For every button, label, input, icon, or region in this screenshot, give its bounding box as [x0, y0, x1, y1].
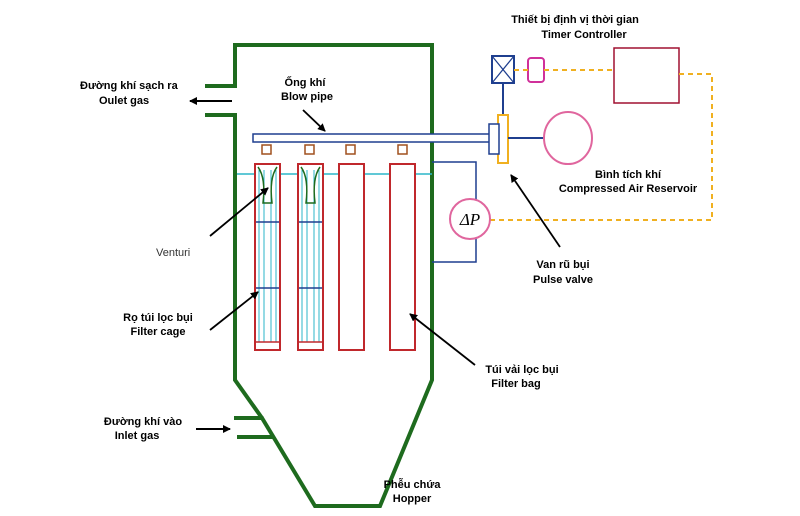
compressed-air-reservoir [543, 111, 593, 165]
timer-element [527, 57, 545, 83]
filter-bag-4 [389, 163, 416, 351]
venturi-label: Venturi [156, 247, 190, 259]
nozzle-3 [345, 144, 356, 155]
blowpipe-label-en: Blow pipe [281, 91, 333, 103]
blowpipe-arrow [302, 109, 326, 132]
nozzle-2 [304, 144, 315, 155]
pulse-valve-body [488, 123, 500, 155]
pulse-arrow [510, 174, 561, 248]
venturi-arrow [209, 187, 269, 237]
outlet-label-en: Oulet gas [99, 95, 149, 107]
nozzle-4 [397, 144, 408, 155]
reservoir-label-vi: Bình tích khí [595, 169, 662, 181]
cage-label-vi: Rọ túi lọc bụi [123, 312, 193, 324]
bag-label-en: Filter bag [491, 378, 541, 390]
cage-label-en: Filter cage [130, 326, 185, 338]
cage-arrow [209, 291, 259, 331]
pulse-label-vi: Van rũ bụi [536, 259, 589, 271]
hopper-label-vi: Phễu chứa [384, 478, 442, 491]
housing [205, 43, 434, 508]
solenoid-cross-2 [491, 55, 515, 84]
pulse-label-en: Pulse valve [533, 274, 593, 286]
gauge-symbol: ΔP [459, 210, 480, 229]
venturi-2 [300, 166, 321, 204]
bag-arrow [409, 313, 476, 366]
nozzle-1 [261, 144, 272, 155]
timer-label-en: Timer Controller [541, 29, 627, 41]
pressure-gauge [449, 198, 491, 240]
blowpipe-label-vi: Ống khí [285, 75, 327, 89]
cage-rings [256, 221, 322, 289]
filter-bag-3 [338, 163, 365, 351]
inlet-label-vi: Đường khí vào [104, 416, 182, 428]
inlet-label-en: Inlet gas [115, 430, 160, 442]
hopper-label-en: Hopper [393, 493, 432, 505]
bag-label-vi: Túi vải lọc bụi [485, 364, 558, 376]
housing-upper [205, 43, 434, 508]
timer-label-vi: Thiết bị định vị thời gian [511, 14, 639, 26]
housing-lower [205, 113, 264, 420]
blow-pipe [252, 133, 494, 143]
outlet-label-vi: Đường khí sạch ra [80, 80, 179, 92]
venturi-1 [257, 166, 278, 204]
timer-controller-box [613, 47, 680, 104]
reservoir-label-en: Compressed Air Reservoir [559, 183, 698, 195]
